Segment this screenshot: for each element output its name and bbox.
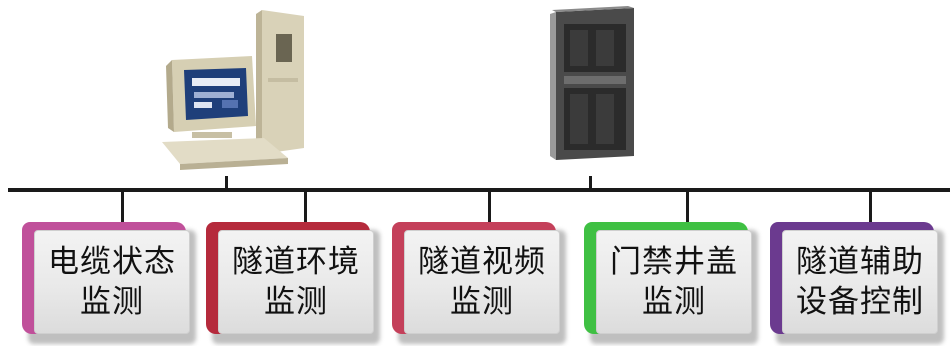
module-title-line1: 电缆状态 <box>48 244 176 280</box>
module-title-line2: 监测 <box>450 284 514 320</box>
server-cabinet-icon <box>550 6 634 160</box>
module-title-line2: 监测 <box>642 284 706 320</box>
module-connector <box>869 192 872 222</box>
module-connector <box>121 192 124 222</box>
server-connector <box>589 176 592 190</box>
module-card-access-manhole: 门禁井盖 监测 <box>584 222 758 344</box>
module-title-line2: 设备控制 <box>796 284 924 320</box>
network-bus-line <box>8 188 950 192</box>
module-connector <box>686 192 689 222</box>
module-card-auxiliary-control: 隧道辅助 设备控制 <box>770 222 944 344</box>
module-connector <box>488 192 491 222</box>
module-title-line2: 监测 <box>264 284 328 320</box>
module-card-tunnel-environment: 隧道环境 监测 <box>206 222 380 344</box>
module-title-line1: 隧道环境 <box>232 244 360 280</box>
module-title-line1: 隧道视频 <box>418 244 546 280</box>
computer-connector <box>225 176 228 190</box>
module-card-tunnel-video: 隧道视频 监测 <box>392 222 566 344</box>
module-title-line2: 监测 <box>80 284 144 320</box>
module-card-cable-status: 电缆状态 监测 <box>22 222 196 344</box>
module-connector <box>304 192 307 222</box>
module-title-line1: 门禁井盖 <box>610 244 738 280</box>
desktop-computer-icon <box>162 10 304 170</box>
module-title-line1: 隧道辅助 <box>796 244 924 280</box>
